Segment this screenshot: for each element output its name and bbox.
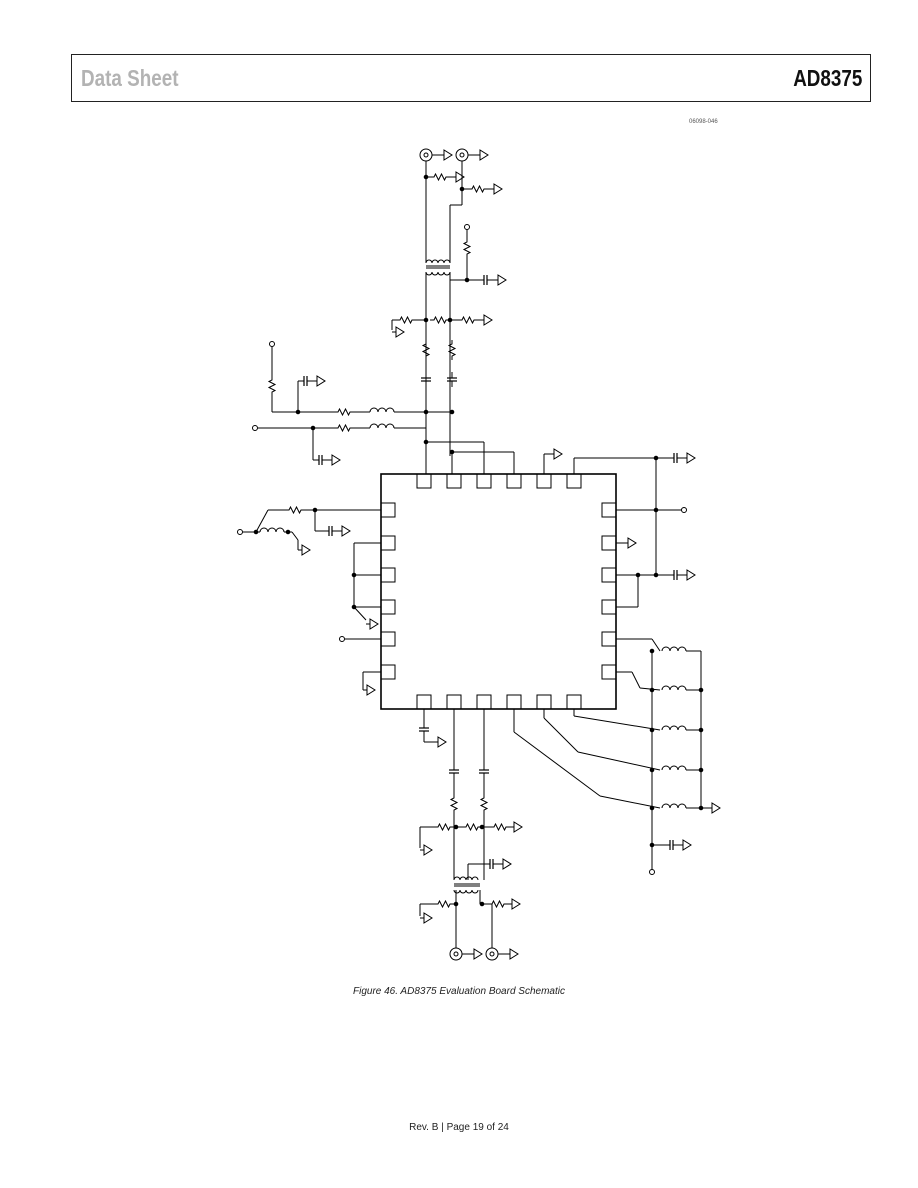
section-title: Data Sheet (81, 65, 179, 91)
part-number: AD8375 (792, 65, 862, 91)
figure-caption: Figure 46. AD8375 Evaluation Board Schem… (353, 986, 565, 997)
page-footer: Rev. B | Page 19 of 24 (409, 1122, 509, 1133)
page-header: Data Sheet AD8375 (71, 54, 871, 102)
figure-id-code: 06098-046 (689, 119, 718, 125)
